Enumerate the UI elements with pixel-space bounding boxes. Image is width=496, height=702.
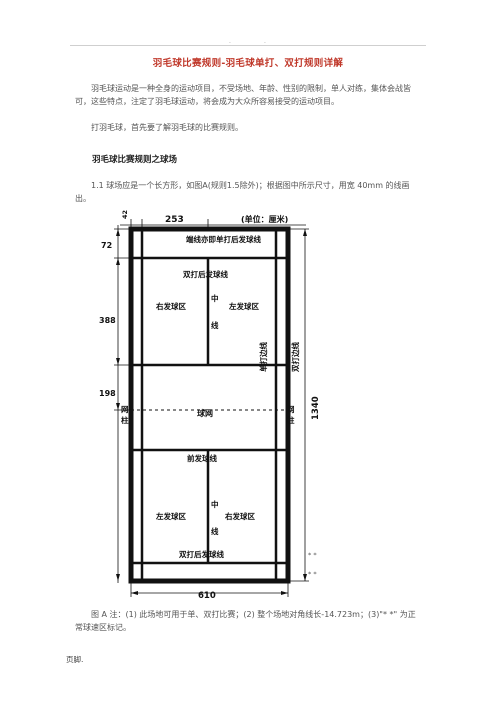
unit-label: (单位：厘米) [241,214,288,224]
net-label: 球网 [197,408,213,418]
dim-72-label: 72 [101,241,112,250]
speed-mark-2: * * [308,570,317,578]
singles-sideline-label: 单打边线 [258,342,268,372]
header-rule [70,45,426,46]
speed-mark-1: * * [308,551,317,559]
figure-caption: 图 A 注：(1) 此场地可用于单、双打比赛；(2) 整个场地对角线长-14.7… [75,610,416,632]
center-line-bottom-label-1: 中 [211,499,219,509]
dim-1340-label: 1340 [311,396,321,420]
center-line-bottom-label-2: 线 [211,526,219,536]
right-service-court-top-label: 右发球区 [155,301,186,311]
short-service-bottom-label: 前发球线 [187,453,217,463]
right-service-court-bottom-label: 右发球区 [224,511,255,521]
doubles-sideline-label: 双打边线 [290,342,300,372]
center-line-top-label-2: 线 [211,320,219,330]
post-right-label-2: 柱 [287,415,295,425]
center-line-top-label-1: 中 [211,293,219,303]
court-outline [128,226,291,584]
doubles-long-service-top-label: 双打后发球线 [183,269,228,279]
intro-paragraph-2: 打羽毛球，首先要了解羽毛球的比赛规则。 [91,123,243,132]
post-left-label-1: 网 [121,405,129,414]
dim-610-label: 610 [198,591,216,601]
page-footer: 页脚. [66,655,84,664]
doubles-long-service-bottom-label: 双打后发球线 [179,549,224,559]
intro-paragraph: 羽毛球运动是一种全身的运动项目，不受场地、年龄、性别的限制，单人对练，集体会战皆… [75,84,411,106]
dim-253-label: 253 [165,215,184,225]
header-dot: . [229,38,231,45]
post-right-label-1: 网 [287,405,295,414]
left-service-court-bottom-label: 左发球区 [155,511,186,521]
back-line-label: 端线亦即单打后发球线 [186,234,261,244]
rule-paragraph: 1.1 球场应是一个长方形，如图A(规则1.5除外)；根据图中所示尺寸，用宽 4… [75,181,410,203]
section-heading: 羽毛球比赛规则之球场 [92,155,178,165]
dim-388-label: 388 [99,316,116,325]
header-dot: . [264,38,266,45]
page-title: 羽毛球比赛规则-羽毛球单打、双打规则详解 [152,58,344,69]
left-service-court-top-label: 左发球区 [228,301,259,311]
post-left-label-2: 柱 [121,415,129,425]
dim-198-label: 198 [99,389,116,398]
dim-42-label: 42 [121,210,129,219]
